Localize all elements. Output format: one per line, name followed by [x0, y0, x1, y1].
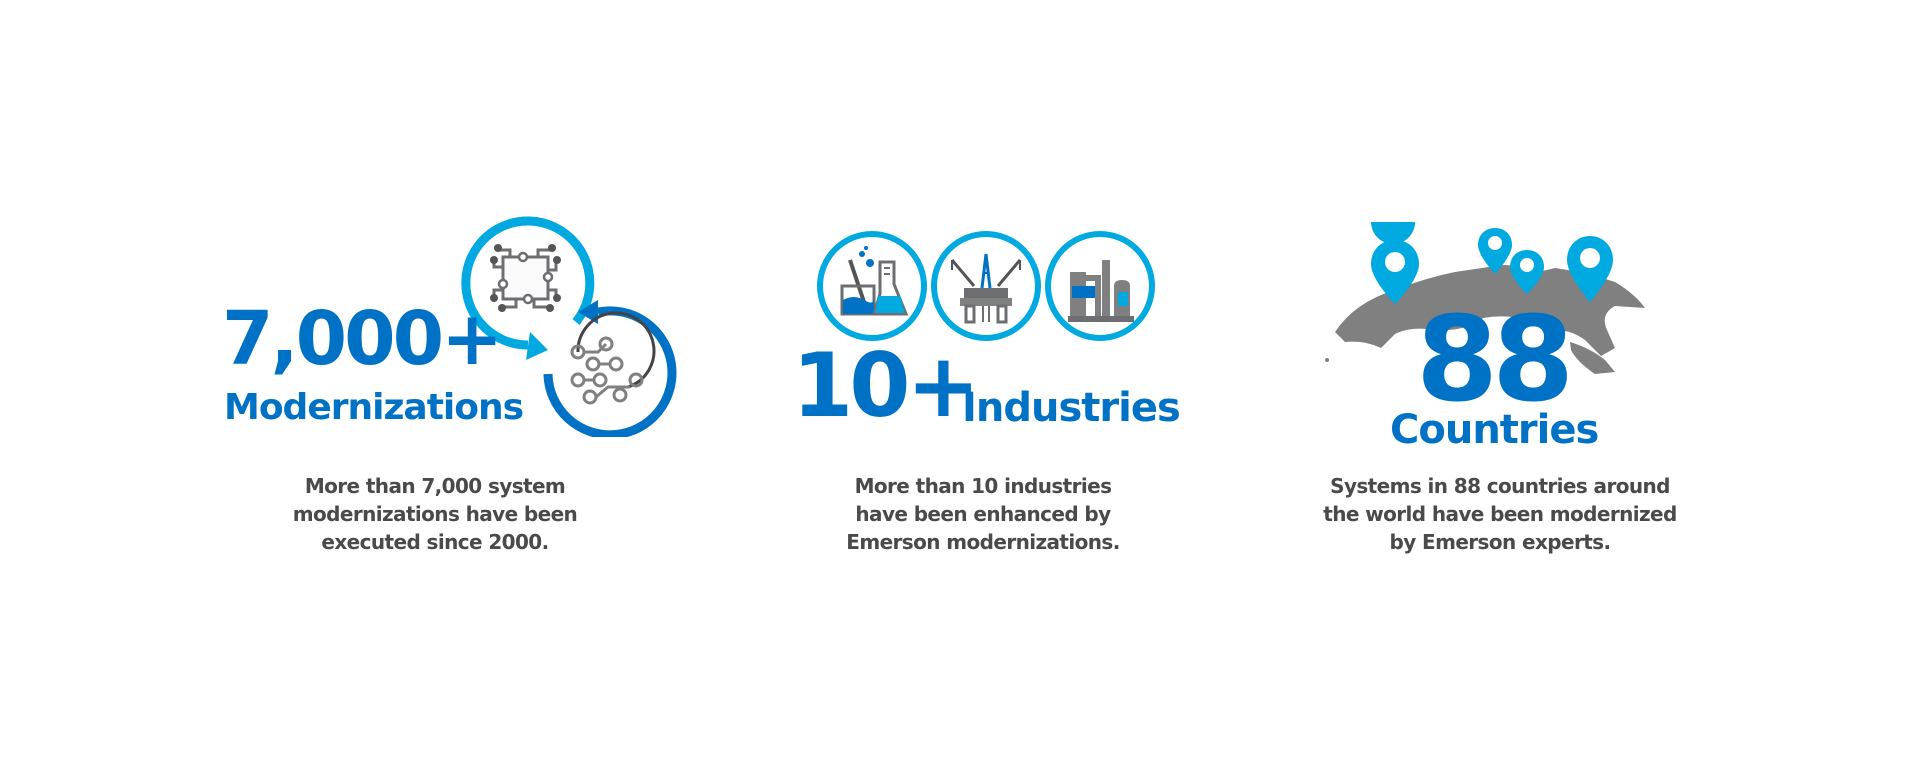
stat-value: 88: [1416, 290, 1574, 428]
map-pin: [1510, 250, 1544, 294]
stat-description: Systems in 88 countries around the world…: [1323, 474, 1677, 554]
map-pin: [1371, 240, 1419, 304]
laboratory-chemistry-icon: [814, 228, 930, 344]
stat-label: Modernizations: [224, 387, 524, 428]
stat-label: Industries: [962, 385, 1181, 431]
stat-label: Countries: [1390, 407, 1599, 453]
stat-value: 7,000+: [222, 296, 503, 382]
map-pin: [1478, 228, 1512, 274]
chip-pins: [490, 244, 561, 312]
offshore-oil-rig-icon: [928, 228, 1044, 344]
modernization-cycle-icon: [448, 212, 678, 437]
refinery-plant-icon: [1042, 228, 1158, 344]
map-pin: [1567, 236, 1613, 302]
stat-description: More than 10 industries have been enhanc…: [846, 474, 1120, 554]
chip-icon: [492, 248, 558, 309]
stat-description: More than 7,000 system modernizations ha…: [292, 474, 578, 554]
stat-value: 10+: [792, 334, 980, 437]
circuit-brain-icon: [570, 311, 656, 405]
world-map-pins-icon: [1315, 222, 1655, 382]
